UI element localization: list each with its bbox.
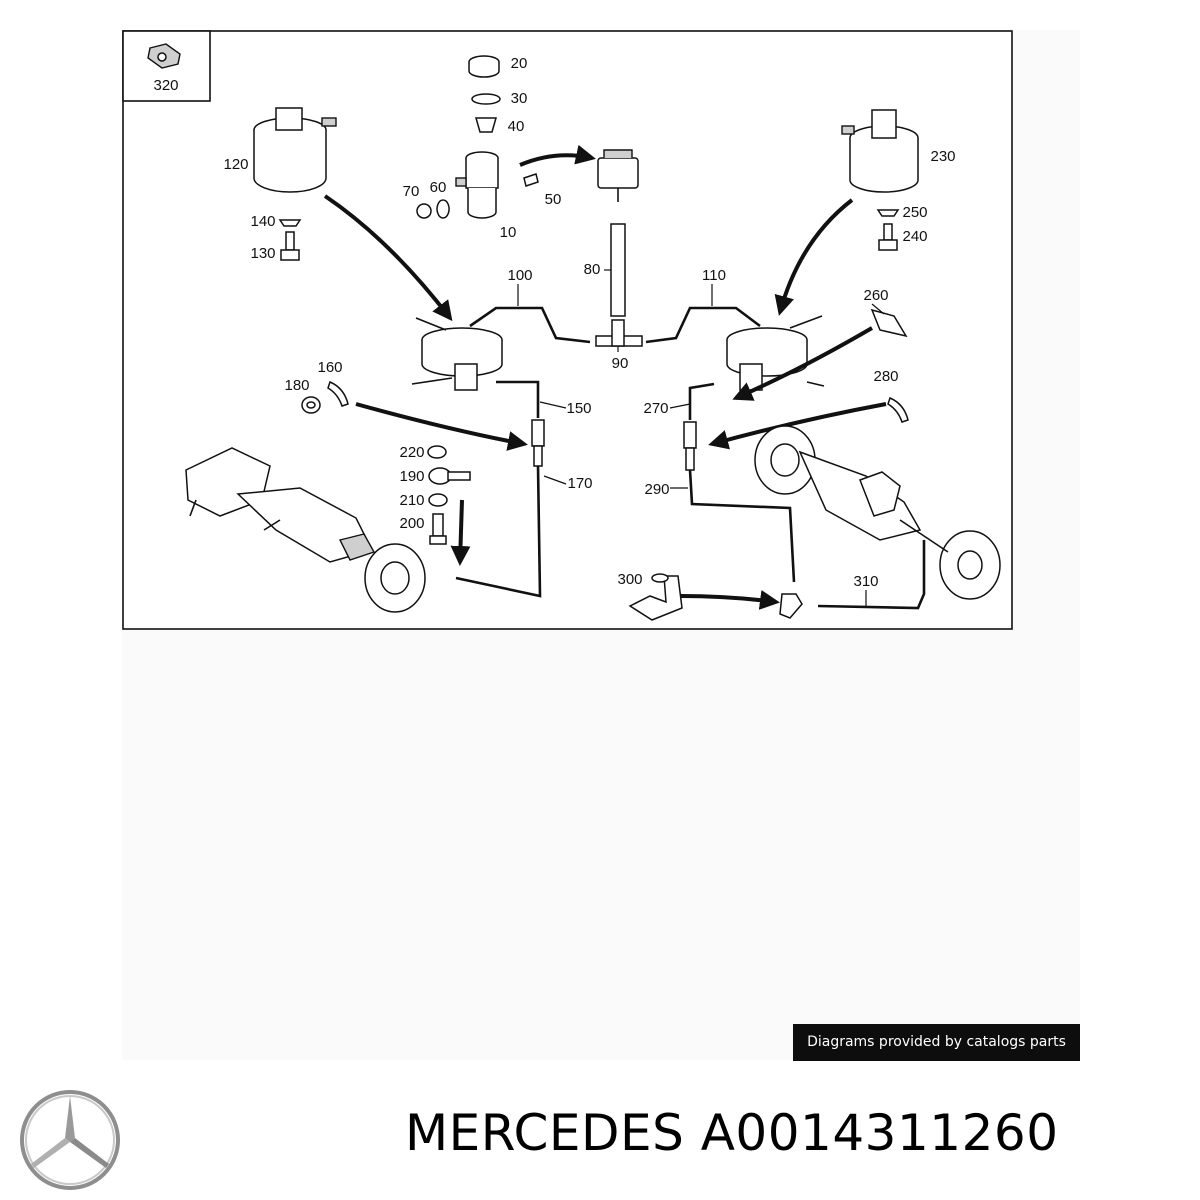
- callout-90: 90: [612, 355, 629, 372]
- part-250-washer: [876, 209, 900, 217]
- part-240-bolt: [878, 223, 898, 251]
- left-axle-assembly: [185, 447, 426, 613]
- callout-30: 30: [511, 90, 528, 107]
- callout-240: 240: [902, 228, 927, 245]
- callout-270: 270: [643, 400, 668, 417]
- arrow-260: [732, 326, 874, 401]
- arrow-280: [708, 402, 887, 450]
- tee-fitting-rear: [779, 593, 803, 619]
- parts-diagram: 320 20 30 40 120 230 70 60 50 10 140 130 250 240 80 100…: [122, 30, 1013, 630]
- right-axle-assembly: [754, 425, 1001, 600]
- callout-10: 10: [500, 224, 517, 241]
- callout-50: 50: [545, 191, 562, 208]
- part-140-washer: [278, 219, 302, 227]
- part-20-cap: [468, 55, 500, 78]
- callout-70: 70: [403, 183, 420, 200]
- part-260-bracket: [870, 308, 908, 338]
- catalog-credit-banner: Diagrams provided by catalogs parts: [793, 1024, 1080, 1061]
- part-190-banjo: [428, 467, 471, 485]
- part-320-clip: [147, 43, 181, 69]
- line-310: [817, 540, 926, 610]
- part-200-bolt: [429, 513, 447, 545]
- part-100-accumulator: [411, 317, 503, 391]
- callout-310: 310: [853, 573, 878, 590]
- part-50-bolt: [523, 173, 539, 187]
- part-40-filter: [475, 117, 497, 133]
- callout-170: 170: [567, 475, 592, 492]
- callout-130: 130: [250, 245, 275, 262]
- part-70-nut: [416, 203, 432, 219]
- part-280-clamp: [887, 396, 909, 423]
- callout-120: 120: [223, 156, 248, 173]
- part-60-washer: [436, 199, 450, 219]
- callout-220: 220: [399, 444, 424, 461]
- line-150: [496, 380, 540, 418]
- part-130-bolt: [280, 231, 300, 261]
- line-170: [455, 465, 542, 598]
- callout-200: 200: [399, 515, 424, 532]
- line-100: [469, 306, 591, 344]
- product-title: MERCEDES A0014311260: [405, 1104, 1059, 1162]
- callout-150: 150: [566, 400, 591, 417]
- callout-300: 300: [617, 571, 642, 588]
- callout-140: 140: [250, 213, 275, 230]
- callout-230: 230: [930, 148, 955, 165]
- part-210-washer: [428, 493, 448, 507]
- right-union: [683, 421, 697, 471]
- leader-lines: [517, 269, 885, 606]
- part-220-washer: [427, 445, 447, 459]
- arrow-120-to-100: [323, 194, 453, 322]
- callout-250: 250: [902, 204, 927, 221]
- part-300-bracket: [628, 573, 683, 621]
- callout-40: 40: [508, 118, 525, 135]
- pressure-switch: [597, 149, 639, 202]
- arrow-banjo-down: [450, 499, 471, 566]
- callout-20: 20: [511, 55, 528, 72]
- mercedes-star-logo-icon: [20, 1090, 120, 1190]
- part-110-accumulator: [726, 315, 825, 391]
- line-290: [688, 469, 796, 583]
- callout-110: 110: [702, 267, 726, 284]
- callout-280: 280: [873, 368, 898, 385]
- callout-290: 290: [644, 481, 669, 498]
- part-80-hose: [610, 223, 626, 317]
- arrow-230-to-110: [774, 198, 854, 316]
- part-180-grommet: [301, 396, 321, 414]
- callout-80: 80: [584, 261, 601, 278]
- callout-210: 210: [399, 492, 424, 509]
- left-union: [531, 419, 545, 467]
- arrow-300: [679, 590, 780, 610]
- arrow-pump-to-switch: [519, 144, 596, 167]
- callout-190: 190: [399, 468, 424, 485]
- callout-260: 260: [863, 287, 888, 304]
- arrow-160: [355, 402, 528, 451]
- callout-320: 320: [153, 77, 178, 94]
- line-110: [645, 306, 761, 344]
- callout-60: 60: [430, 179, 447, 196]
- line-270: [688, 382, 715, 420]
- part-120-reservoir: [253, 107, 337, 193]
- callout-labels: 320 20 30 40 120 230 70 60 50 10 140 130 250 240 80 100…: [153, 55, 955, 590]
- callout-100: 100: [507, 267, 532, 284]
- part-10-pump: [455, 151, 499, 219]
- part-30-ring: [471, 93, 501, 105]
- callout-180: 180: [284, 377, 309, 394]
- part-230-reservoir: [841, 109, 919, 193]
- part-160-clamp: [327, 380, 349, 407]
- callout-160: 160: [317, 359, 342, 376]
